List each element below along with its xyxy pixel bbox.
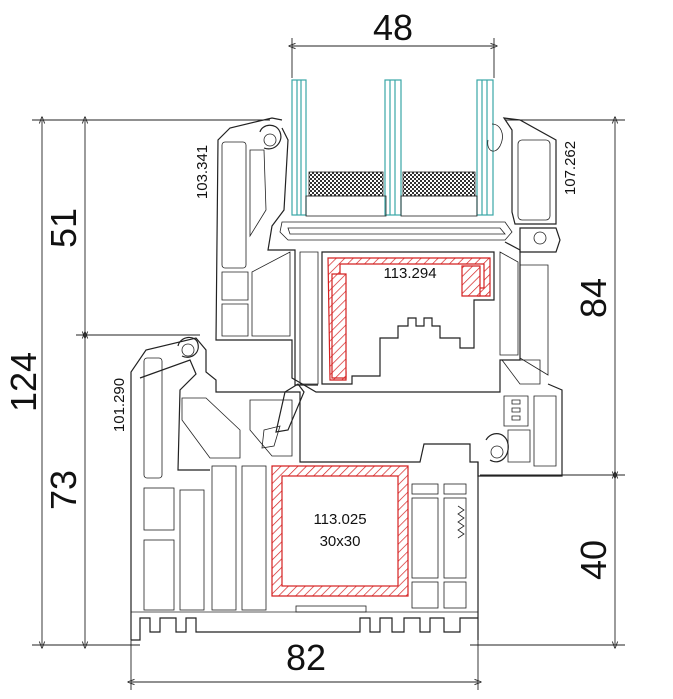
sash-profile [215,117,561,393]
frame-profile [130,336,563,641]
dim-right-lower: 40 [573,540,614,580]
sash-reinforcement: 113.294 [327,257,491,381]
frame-reinforcement-size: 30x30 [320,533,361,550]
dim-lower-height: 73 [43,470,84,510]
glass-unit [279,79,513,241]
code-bead-right: 107.262 [562,141,579,195]
code-frame-left: 101.290 [111,378,128,432]
dim-top-width: 48 [373,7,413,48]
dim-total-height: 124 [3,352,44,412]
dim-upper-height: 51 [43,208,84,248]
frame-reinforcement: 113.025 30x30 [271,465,409,597]
code-sash-left: 103.341 [194,145,211,199]
sash-reinforcement-code: 113.294 [383,265,436,282]
dimension-lines [32,38,625,690]
dim-bottom-width: 82 [286,637,326,678]
frame-reinforcement-code: 113.025 [313,511,366,528]
dim-right-upper: 84 [573,278,614,318]
